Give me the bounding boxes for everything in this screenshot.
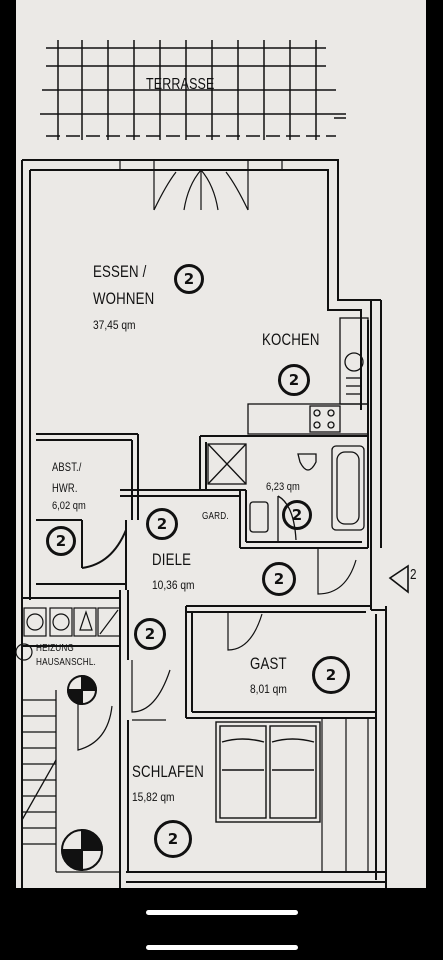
- bath-fixtures: [207, 443, 365, 542]
- home-indicator-top: [146, 910, 298, 915]
- room-area-diele: 10,36 qm: [152, 578, 195, 592]
- inner-walls: [22, 433, 376, 888]
- outer-walls: [21, 159, 387, 888]
- floor-plan: TERRASSE ESSEN / WOHNEN 37,45 qm 2 KOCHE…: [16, 0, 426, 888]
- unit-badge-gast: 2: [312, 656, 350, 694]
- room-label-kochen: KOCHEN: [262, 330, 320, 349]
- terrace-label: TERRASSE: [146, 76, 215, 93]
- room-label-gast: GAST: [250, 654, 287, 673]
- room-label-abst-line1: ABST./: [52, 460, 82, 474]
- room-area-essen: 37,45 qm: [93, 318, 136, 332]
- floor-plan-drawing: [16, 40, 409, 888]
- double-bed: [215, 721, 321, 823]
- room-label-diele: DIELE: [152, 550, 192, 569]
- kitchen-counter: [247, 317, 369, 435]
- room-label-schlafen: SCHLAFEN: [132, 762, 204, 781]
- entrance-marker: 2: [410, 566, 417, 583]
- staircase: [21, 690, 120, 873]
- unit-badge-abst: 2: [46, 526, 76, 556]
- room-area-bad: 6,23 qm: [266, 481, 300, 493]
- room-label-abst-line2: HWR.: [52, 481, 78, 495]
- room-label-essen-line1: ESSEN /: [93, 262, 147, 281]
- unit-badge-diele-right: 2: [262, 562, 296, 596]
- terrace-door: [119, 159, 283, 211]
- meter-symbols: [60, 674, 104, 872]
- unit-badge-kochen: 2: [278, 364, 310, 396]
- room-area-abst: 6,02 qm: [52, 500, 86, 512]
- home-indicator-bottom[interactable]: [146, 945, 298, 950]
- unit-badge-diele-left: 2: [134, 618, 166, 650]
- heating-label-line1: HEIZUNG: [36, 642, 74, 654]
- wardrobe: [321, 718, 369, 872]
- room-area-gast: 8,01 qm: [250, 682, 287, 696]
- room-label-essen-line2: WOHNEN: [93, 289, 155, 308]
- unit-badge-bad: 2: [282, 500, 312, 530]
- heating-label-line2: HAUSANSCHL.: [36, 656, 96, 668]
- doors: [77, 548, 357, 751]
- room-area-schlafen: 15,82 qm: [132, 790, 175, 804]
- entrance-arrow: [388, 564, 409, 594]
- utility-row: [16, 607, 121, 661]
- unit-badge-essen: 2: [174, 264, 204, 294]
- unit-badge-schlafen: 2: [154, 820, 192, 858]
- terrace-grid: [40, 40, 346, 140]
- room-label-gard: GARD.: [202, 510, 229, 522]
- unit-badge-gard: 2: [146, 508, 178, 540]
